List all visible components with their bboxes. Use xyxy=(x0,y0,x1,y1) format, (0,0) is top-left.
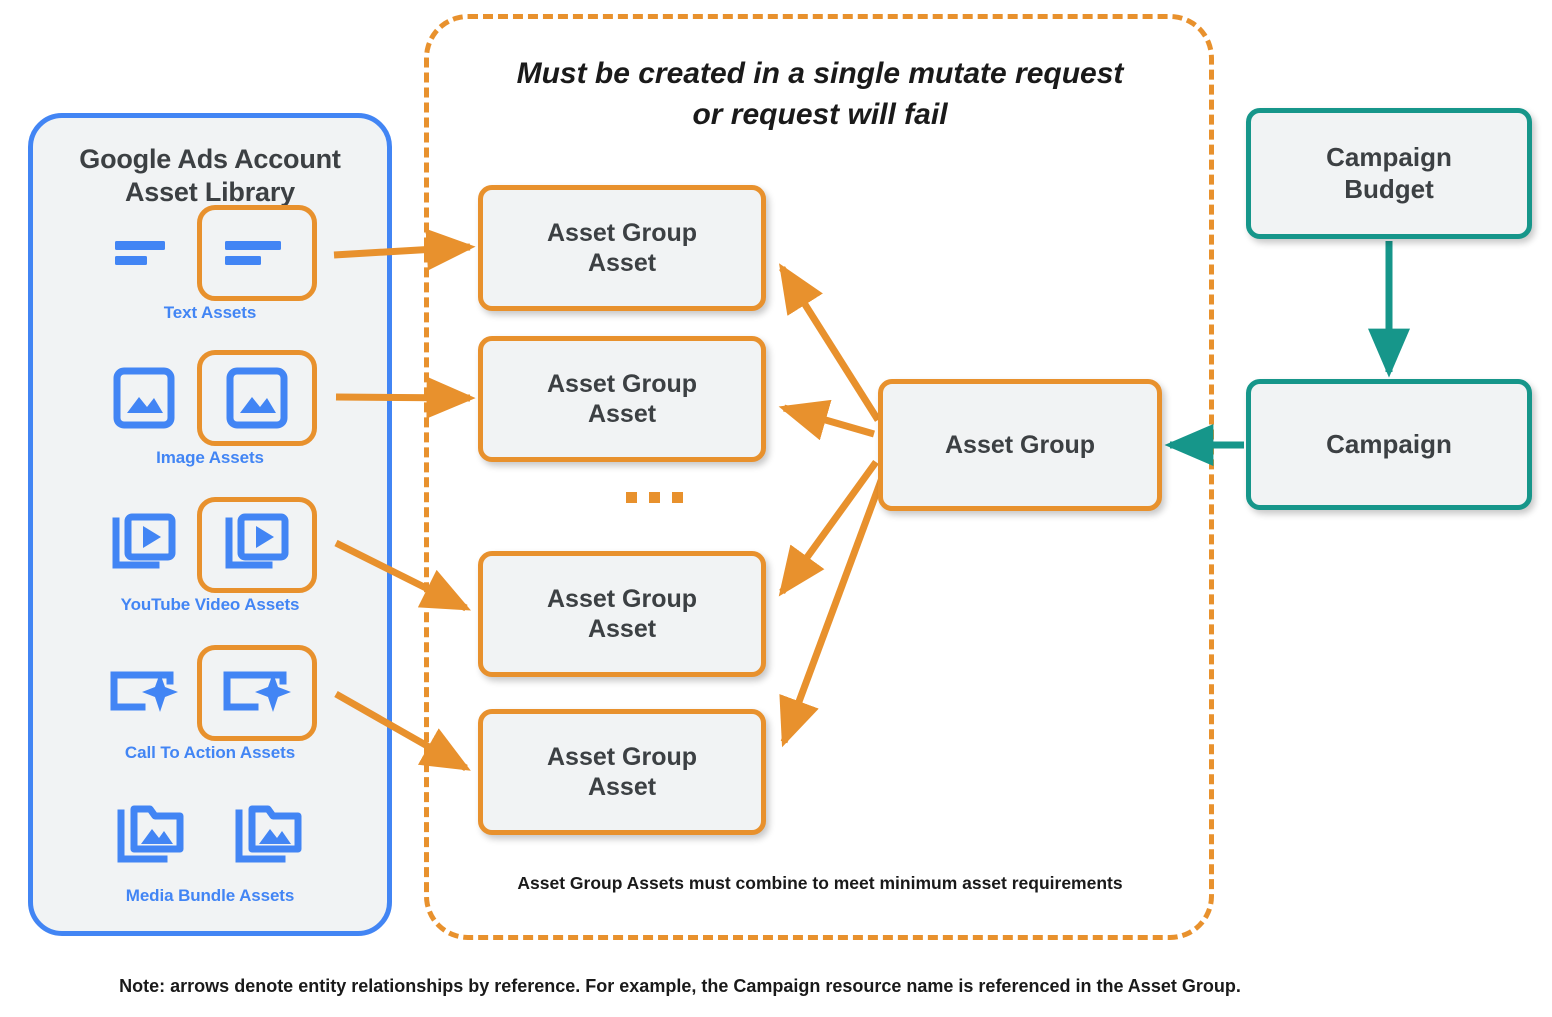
call-to-action-icon-highlighted[interactable] xyxy=(197,645,317,741)
asset-group-asset-node-4[interactable]: Asset Group Asset xyxy=(478,709,766,835)
asset-group-asset-4-line2: Asset xyxy=(587,773,657,801)
asset-group-asset-1-line2: Asset xyxy=(587,249,657,277)
asset-group-assets-footnote: Asset Group Assets must combine to meet … xyxy=(517,873,1123,893)
ellipsis-dot-1 xyxy=(626,492,637,503)
mutate-requirement-title: Must be created in a single mutate reque… xyxy=(444,54,1196,135)
asset-group-asset-1-line1: Asset Group xyxy=(546,219,698,247)
asset-group-asset-2-line1: Asset Group xyxy=(546,370,698,398)
asset-group-asset-2-line2: Asset xyxy=(587,400,657,428)
call-to-action-assets-icons xyxy=(28,645,392,741)
asset-group-asset-4-line1: Asset Group xyxy=(546,743,698,771)
ellipsis-dot-3 xyxy=(672,492,683,503)
library-row-text-assets[interactable]: Text Assets xyxy=(28,205,392,323)
image-assets-icons xyxy=(28,350,392,446)
mutate-title-line2: or request will fail xyxy=(692,97,948,131)
campaign-budget-node[interactable]: Campaign Budget xyxy=(1246,108,1532,239)
asset-library-title-line2: Asset Library xyxy=(125,176,295,207)
youtube-video-assets-label: YouTube Video Assets xyxy=(120,595,300,614)
asset-group-label: Asset Group xyxy=(944,431,1096,459)
image-icon xyxy=(103,357,185,439)
text-assets-icons xyxy=(28,205,392,301)
youtube-video-assets-icons xyxy=(28,497,392,593)
campaign-label: Campaign xyxy=(1326,428,1452,459)
asset-group-asset-node-3[interactable]: Asset Group Asset xyxy=(478,551,766,677)
image-icon-highlighted[interactable] xyxy=(197,350,317,446)
diagram-footer-note: Note: arrows denote entity relationships… xyxy=(119,976,1241,996)
media-bundle-assets-icons xyxy=(28,788,392,884)
asset-group-asset-3-line1: Asset Group xyxy=(546,585,698,613)
text-assets-label: Text Assets xyxy=(163,303,257,322)
asset-library-panel xyxy=(28,113,392,936)
library-row-youtube-video-assets[interactable]: YouTube Video Assets xyxy=(28,497,392,615)
video-stack-icon-highlighted[interactable] xyxy=(197,497,317,593)
video-stack-icon xyxy=(103,504,185,586)
call-to-action-assets-label: Call To Action Assets xyxy=(124,743,296,762)
library-row-image-assets[interactable]: Image Assets xyxy=(28,350,392,468)
library-row-media-bundle-assets[interactable]: Media Bundle Assets xyxy=(28,788,392,906)
media-bundle-icon-2 xyxy=(228,795,310,877)
media-bundle-icon xyxy=(110,795,192,877)
asset-group-asset-3-line2: Asset xyxy=(587,615,657,643)
asset-group-node[interactable]: Asset Group xyxy=(878,379,1162,511)
campaign-budget-line2: Budget xyxy=(1344,173,1434,204)
ellipsis-dot-2 xyxy=(649,492,660,503)
asset-library-title-line1: Google Ads Account xyxy=(79,144,341,174)
asset-group-asset-node-2[interactable]: Asset Group Asset xyxy=(478,336,766,462)
asset-library-title: Google Ads Account Asset Library xyxy=(28,143,392,209)
campaign-node[interactable]: Campaign xyxy=(1246,379,1532,510)
media-bundle-assets-label: Media Bundle Assets xyxy=(125,886,295,905)
campaign-budget-line1: Campaign xyxy=(1326,142,1452,173)
text-lines-icon-highlighted[interactable] xyxy=(197,205,317,301)
library-row-call-to-action-assets[interactable]: Call To Action Assets xyxy=(28,645,392,763)
text-lines-icon xyxy=(103,212,185,294)
mutate-title-line1: Must be created in a single mutate reque… xyxy=(516,57,1124,90)
image-assets-label: Image Assets xyxy=(156,448,264,467)
ellipsis-indicator xyxy=(626,492,683,503)
asset-group-asset-node-1[interactable]: Asset Group Asset xyxy=(478,185,766,311)
call-to-action-icon xyxy=(103,652,185,734)
